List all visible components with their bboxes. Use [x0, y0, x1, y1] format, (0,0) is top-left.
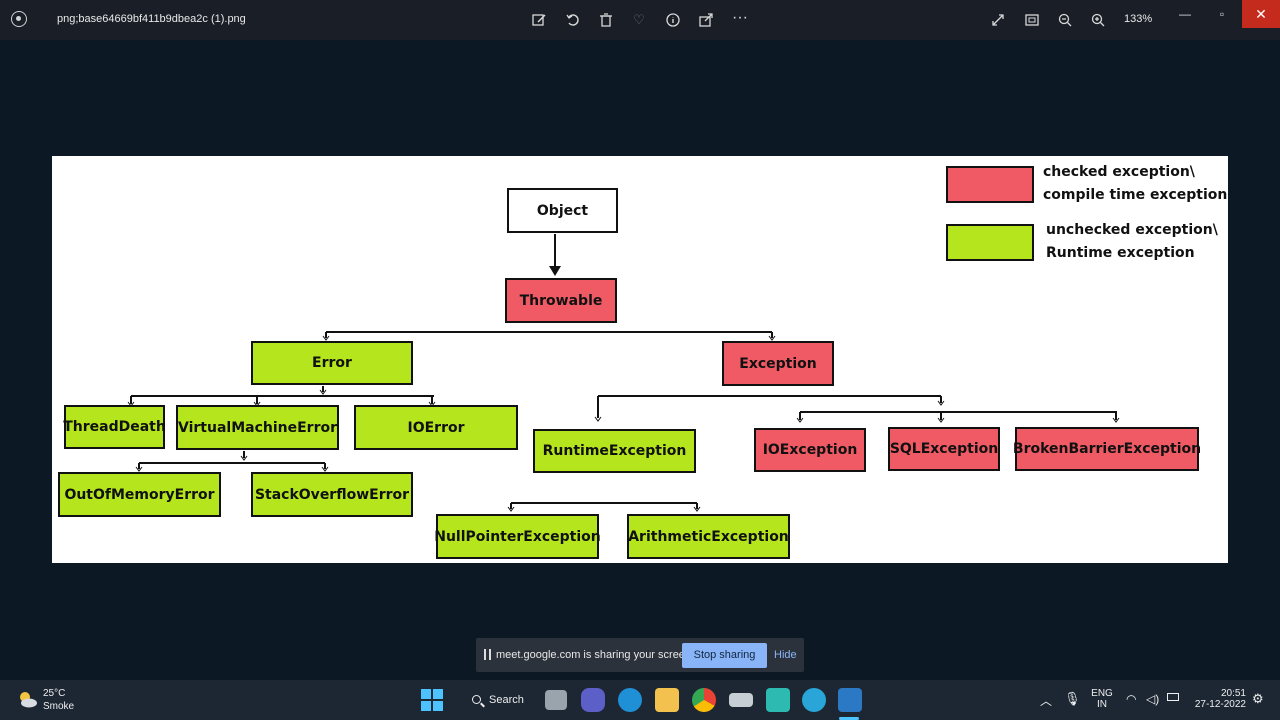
weather-temperature[interactable]: 25°C	[43, 688, 66, 699]
edit-icon[interactable]	[529, 10, 549, 30]
chat-icon[interactable]	[581, 688, 605, 712]
active-app-indicator	[839, 717, 859, 720]
region-code: IN	[1097, 699, 1107, 710]
microphone-icon[interactable]: 🎙	[1064, 691, 1081, 706]
language-code: ENG	[1091, 688, 1113, 699]
title-bar: png;base64669bf411b9dbea2c (1).png ♡ ···…	[0, 0, 1280, 40]
close-button[interactable]: ✕	[1242, 0, 1280, 28]
node-error: Error	[251, 341, 413, 385]
notification-icon[interactable]: ⚙	[1252, 691, 1264, 706]
node-object: Object	[507, 188, 618, 233]
node-stackoverflowerror: StackOverflowError	[251, 472, 413, 517]
node-virtualmachineerror: VirtualMachineError	[176, 405, 339, 450]
minimize-button[interactable]: —	[1179, 7, 1191, 21]
keyboard-app-icon[interactable]	[729, 693, 753, 707]
notepad-icon[interactable]	[766, 688, 790, 712]
info-icon[interactable]	[663, 10, 683, 30]
node-sqlexception: SQLException	[888, 427, 1000, 471]
node-ioexception: IOException	[754, 428, 866, 472]
search-icon	[472, 695, 481, 704]
node-brokenbarrierexception: BrokenBarrierException	[1013, 427, 1201, 471]
clock-time: 20:51	[1220, 688, 1246, 699]
photos-app-icon	[11, 11, 27, 27]
taskbar: 25°C Smoke Search ︿ 🎙 ENG IN ◠ ◁) 20:51 …	[0, 680, 1280, 720]
legend-unchecked-line2: Runtime exception	[1046, 245, 1195, 261]
chevron-up-icon[interactable]: ︿	[1040, 694, 1053, 708]
node-throwable: Throwable	[505, 278, 617, 323]
zoom-level[interactable]: 133%	[1124, 13, 1153, 25]
taskbar-search[interactable]: Search	[461, 688, 531, 712]
legend-unchecked-label: unchecked exception\ Runtime exception	[1046, 219, 1218, 265]
legend-checked-line2: compile time exception	[1043, 187, 1228, 203]
hide-button[interactable]: Hide	[774, 649, 797, 661]
task-view-icon[interactable]	[545, 690, 567, 710]
rotate-icon[interactable]	[563, 10, 583, 30]
node-exception: Exception	[722, 341, 834, 386]
connector-lines	[127, 234, 1120, 512]
zoom-in-icon[interactable]	[1088, 10, 1108, 30]
edge-browser-icon[interactable]	[618, 688, 642, 712]
node-nullpointerexception: NullPointerException	[434, 514, 601, 559]
maximize-button[interactable]: ▫	[1219, 7, 1225, 21]
node-ioerror: IOError	[354, 405, 518, 450]
node-arithmeticexception: ArithmeticException	[627, 514, 790, 559]
volume-icon[interactable]: ◁)	[1146, 692, 1160, 706]
stop-sharing-button[interactable]: Stop sharing	[682, 643, 767, 668]
start-icon[interactable]	[420, 688, 444, 712]
drag-handle-icon[interactable]	[484, 649, 491, 660]
search-label: Search	[489, 694, 524, 706]
node-threaddeath: ThreadDeath	[63, 405, 166, 449]
more-icon[interactable]: ···	[732, 9, 748, 26]
zoom-out-icon[interactable]	[1055, 10, 1075, 30]
sharing-message: meet.google.com is sharing your screen.	[496, 649, 695, 661]
battery-icon[interactable]	[1167, 693, 1179, 701]
screen-sharing-bar: meet.google.com is sharing your screen. …	[476, 638, 804, 672]
globe-app-icon[interactable]	[802, 688, 826, 712]
clock[interactable]: 20:51 27-12-2022	[1188, 688, 1246, 710]
legend-checked-line1: checked exception\	[1043, 164, 1195, 180]
clock-date: 27-12-2022	[1194, 699, 1246, 710]
file-explorer-icon[interactable]	[655, 688, 679, 712]
legend-checked-swatch	[946, 166, 1034, 203]
share-icon[interactable]	[696, 10, 716, 30]
photos-taskbar-icon[interactable]	[838, 688, 862, 712]
legend-checked-label: checked exception\ compile time exceptio…	[1043, 161, 1227, 207]
wifi-icon[interactable]: ◠	[1126, 692, 1137, 706]
language-indicator[interactable]: ENG IN	[1090, 688, 1114, 710]
crop-icon[interactable]	[1022, 10, 1042, 30]
node-runtimeexception: RuntimeException	[533, 429, 696, 473]
exception-hierarchy-image: Object Throwable Error Exception ThreadD…	[52, 156, 1228, 563]
fullscreen-icon[interactable]	[988, 10, 1008, 30]
weather-icon[interactable]	[16, 688, 38, 710]
weather-condition[interactable]: Smoke	[43, 701, 75, 712]
delete-icon[interactable]	[596, 10, 616, 30]
chrome-icon[interactable]	[692, 688, 716, 712]
favorite-icon[interactable]: ♡	[633, 12, 645, 27]
file-name: png;base64669bf411b9dbea2c (1).png	[57, 13, 246, 25]
legend-unchecked-line1: unchecked exception\	[1046, 222, 1218, 238]
legend-unchecked-swatch	[946, 224, 1034, 261]
node-outofmemoryerror: OutOfMemoryError	[58, 472, 221, 517]
